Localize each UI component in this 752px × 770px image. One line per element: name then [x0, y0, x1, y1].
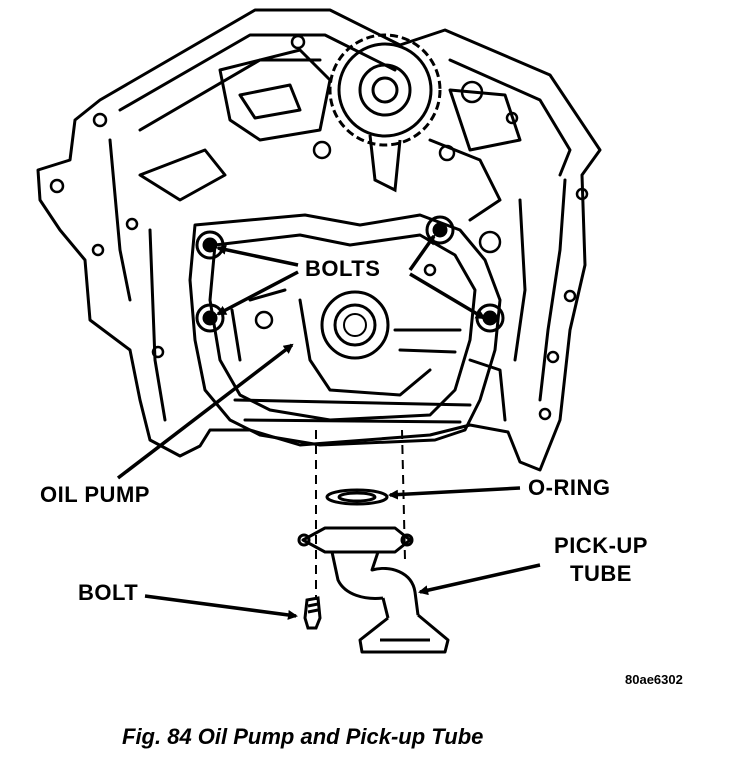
pump-center-bore [320, 290, 390, 360]
pickup-tube-label-line2: TUBE [570, 561, 632, 586]
leader-arrows [116, 234, 541, 620]
engine-block [36, 8, 602, 472]
pickup-tube-label: PICK-UP TUBE [546, 532, 656, 588]
pickup-tube-part [297, 526, 450, 654]
alignment-lines [315, 429, 406, 600]
pump-bolts [195, 215, 505, 333]
o-ring-part [325, 488, 389, 506]
bolts-label: BOLTS [305, 256, 381, 281]
bolt-label: BOLT [78, 580, 139, 605]
pickup-tube-label-line1: PICK-UP [554, 533, 648, 558]
o-ring-label: O-RING [528, 475, 611, 500]
loose-bolt-part [303, 596, 322, 630]
figure-code: 80ae6302 [625, 672, 683, 687]
oil-pump-label: OIL PUMP [40, 482, 150, 507]
figure-caption: Fig. 84 Oil Pump and Pick-up Tube [122, 724, 484, 749]
crank-sprocket [328, 33, 442, 193]
block-holes [49, 34, 589, 421]
